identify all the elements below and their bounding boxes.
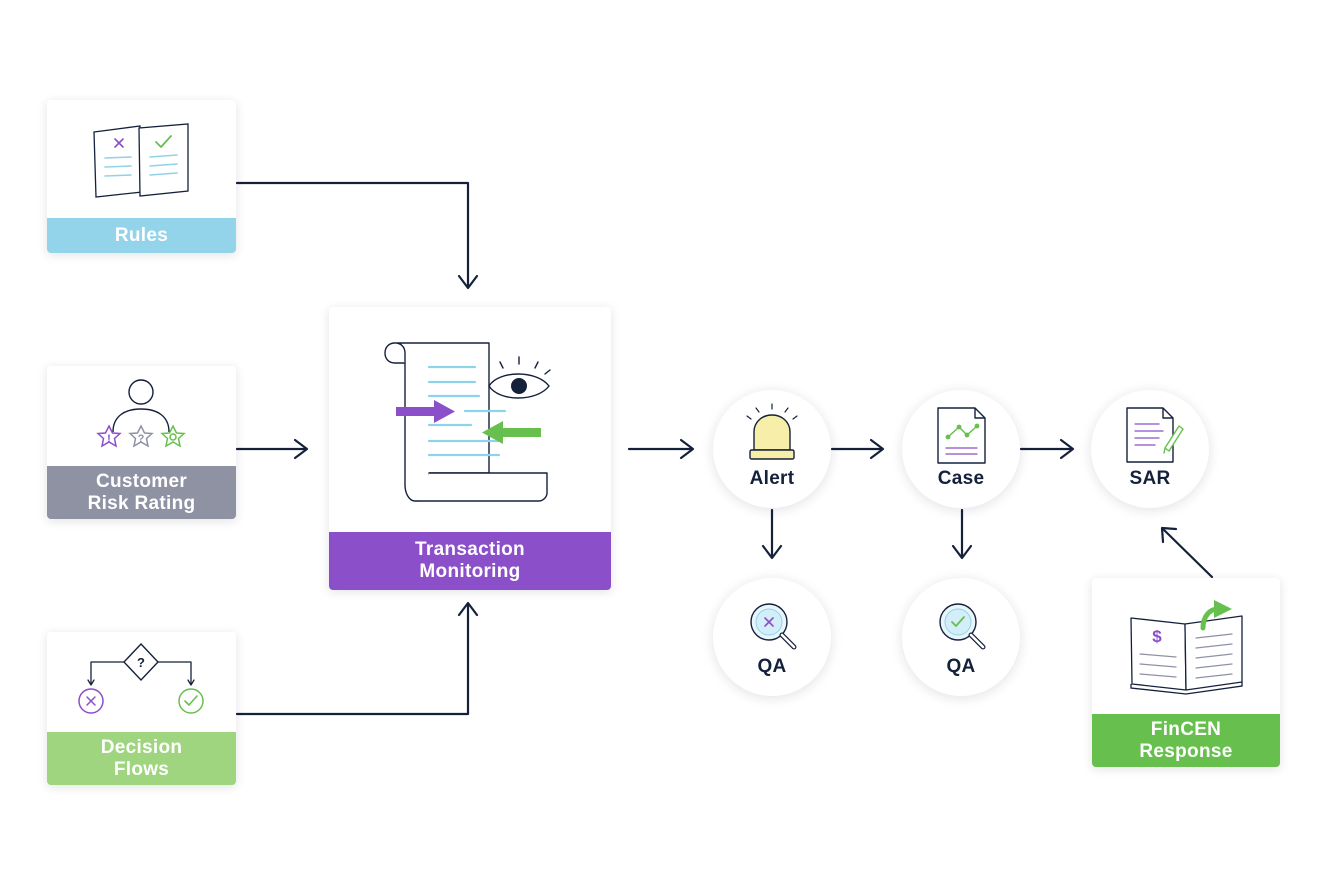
- arrow-monitoring-to-alert: [627, 438, 695, 460]
- transaction-monitoring-label: Transaction Monitoring: [329, 532, 611, 590]
- arrow-alert-to-qa: [761, 508, 783, 560]
- rules-label: Rules: [47, 218, 236, 253]
- fincen-response-label: FinCEN Response: [1092, 714, 1280, 767]
- pen-icon: [1163, 425, 1184, 454]
- case-document-icon: [937, 407, 986, 464]
- customer-risk-icon: ! ?: [96, 379, 186, 448]
- fincen-open-book-icon: $: [1130, 600, 1243, 695]
- decision-flows-label: Decision Flows: [47, 732, 236, 785]
- arrow-fincen-to-sar: [1160, 526, 1214, 579]
- transaction-monitoring-icon: [384, 342, 551, 502]
- arrow-risk-to-monitoring: [235, 438, 309, 460]
- qa-alert-label: QA: [757, 656, 787, 677]
- sar-report-icon: [1126, 407, 1184, 463]
- sar-label: SAR: [1129, 468, 1171, 489]
- svg-text:?: ?: [137, 655, 145, 670]
- decision-flows-card[interactable]: ? Decision Flows: [47, 632, 236, 785]
- rules-documents-icon: [93, 123, 189, 198]
- arrow-decision-to-monitoring: [235, 601, 479, 716]
- decision-flow-icon: ?: [78, 642, 204, 714]
- svg-text:!: !: [107, 433, 111, 445]
- arrow-case-to-qa: [951, 508, 973, 560]
- fincen-response-card[interactable]: $ FinCEN Response: [1092, 578, 1280, 767]
- sar-node[interactable]: SAR: [1091, 390, 1209, 508]
- star-check-icon: [160, 424, 186, 448]
- alarm-light-icon: [746, 403, 798, 460]
- star-question-icon: [128, 424, 154, 448]
- rules-card[interactable]: Rules: [47, 100, 236, 253]
- qa-approve-magnifier-icon: [939, 603, 986, 650]
- svg-text:$: $: [1152, 627, 1162, 646]
- transaction-monitoring-card[interactable]: Transaction Monitoring: [329, 307, 611, 590]
- case-label: Case: [937, 468, 985, 489]
- arrow-alert-to-case: [830, 438, 885, 460]
- arrow-case-to-sar: [1019, 438, 1075, 460]
- return-arrow-icon: [1200, 600, 1232, 631]
- qa-case-node[interactable]: QA: [902, 578, 1020, 696]
- alert-label: Alert: [749, 468, 795, 489]
- qa-case-label: QA: [946, 656, 976, 677]
- customer-risk-rating-card[interactable]: ! ? Customer Risk Rating: [47, 366, 236, 519]
- case-node[interactable]: Case: [902, 390, 1020, 508]
- eye-icon: [488, 356, 551, 399]
- svg-text:?: ?: [138, 433, 145, 445]
- arrow-rules-to-monitoring: [235, 181, 479, 290]
- qa-reject-magnifier-icon: [750, 603, 797, 650]
- qa-alert-node[interactable]: QA: [713, 578, 831, 696]
- alert-node[interactable]: Alert: [713, 390, 831, 508]
- customer-risk-rating-label: Customer Risk Rating: [47, 466, 236, 519]
- star-warning-icon: [96, 424, 122, 448]
- approve-icon: [178, 688, 204, 714]
